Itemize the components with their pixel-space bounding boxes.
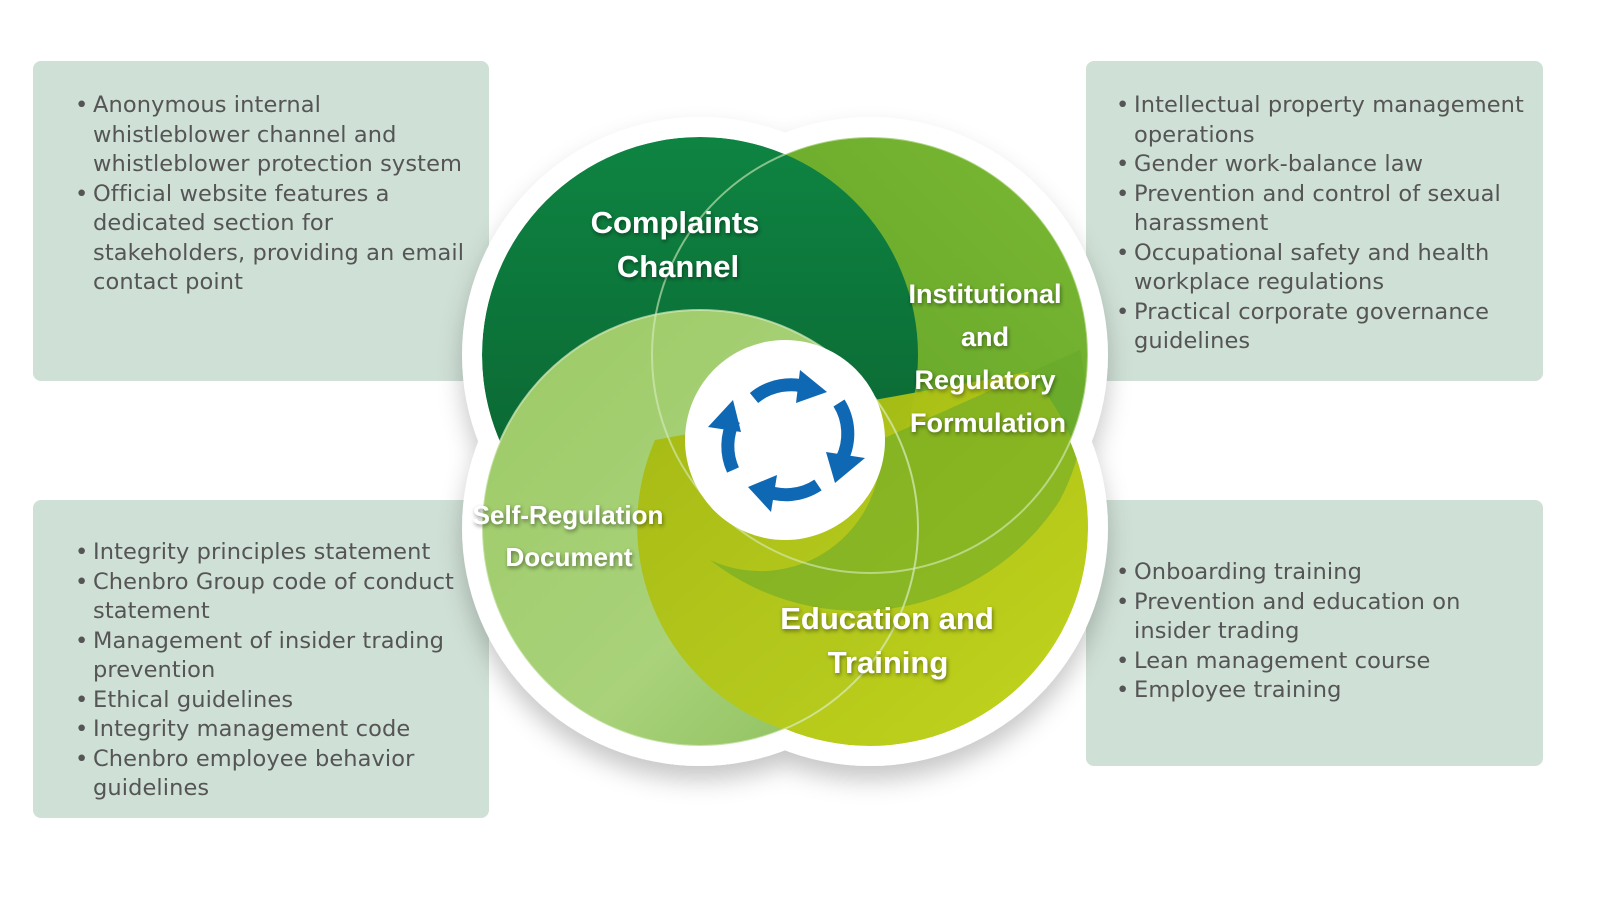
self-regulation-panel: Integrity principles statement Chenbro G… bbox=[33, 500, 489, 818]
institutional-swirl bbox=[710, 350, 1086, 611]
list-item: Official website features a dedicated se… bbox=[75, 180, 469, 298]
list-item: Chenbro Group code of conduct statement bbox=[75, 568, 469, 627]
list-item: Onboarding training bbox=[1116, 558, 1533, 588]
label-education-line2: Training bbox=[828, 645, 949, 680]
label-institutional-line2: and bbox=[961, 322, 1009, 352]
list-item: Gender work-balance law bbox=[1116, 150, 1533, 180]
list-item: Lean management course bbox=[1116, 647, 1533, 677]
list-item: Integrity management code bbox=[75, 715, 469, 745]
education-training-list: Onboarding training Prevention and educa… bbox=[1116, 558, 1533, 706]
list-item: Ethical guidelines bbox=[75, 686, 469, 716]
list-item: Chenbro employee behavior guidelines bbox=[75, 745, 469, 804]
list-item: Practical corporate governance guideline… bbox=[1116, 298, 1533, 357]
self-regulation-list: Integrity principles statement Chenbro G… bbox=[75, 538, 469, 804]
label-self-regulation-line2: Document bbox=[505, 542, 632, 572]
label-institutional-line1: Institutional bbox=[909, 279, 1062, 309]
education-training-panel: Onboarding training Prevention and educa… bbox=[1086, 500, 1543, 766]
list-item: Prevention and education on insider trad… bbox=[1116, 588, 1533, 647]
label-education-line1: Education and bbox=[780, 601, 994, 636]
label-self-regulation-line1: Self-Regulation bbox=[473, 500, 664, 530]
list-item: Occupational safety and health workplace… bbox=[1116, 239, 1533, 298]
complaints-channel-list: Anonymous internal whistleblower channel… bbox=[75, 91, 469, 298]
label-institutional-line4: Formulation bbox=[910, 408, 1066, 438]
list-item: Integrity principles statement bbox=[75, 538, 469, 568]
complaints-channel-panel: Anonymous internal whistleblower channel… bbox=[33, 61, 489, 381]
label-complaints-line1: Complaints bbox=[591, 205, 760, 240]
list-item: Management of insider trading prevention bbox=[75, 627, 469, 686]
cycle-arrowheads bbox=[708, 370, 865, 512]
list-item: Prevention and control of sexual harassm… bbox=[1116, 180, 1533, 239]
label-complaints-line2: Channel bbox=[617, 249, 739, 284]
institutional-regulatory-panel: Intellectual property management operati… bbox=[1086, 61, 1543, 381]
list-item: Anonymous internal whistleblower channel… bbox=[75, 91, 469, 180]
institutional-regulatory-list: Intellectual property management operati… bbox=[1116, 91, 1533, 357]
list-item: Employee training bbox=[1116, 676, 1533, 706]
label-institutional-line3: Regulatory bbox=[914, 365, 1055, 395]
center-disc bbox=[685, 340, 885, 540]
list-item: Intellectual property management operati… bbox=[1116, 91, 1533, 150]
